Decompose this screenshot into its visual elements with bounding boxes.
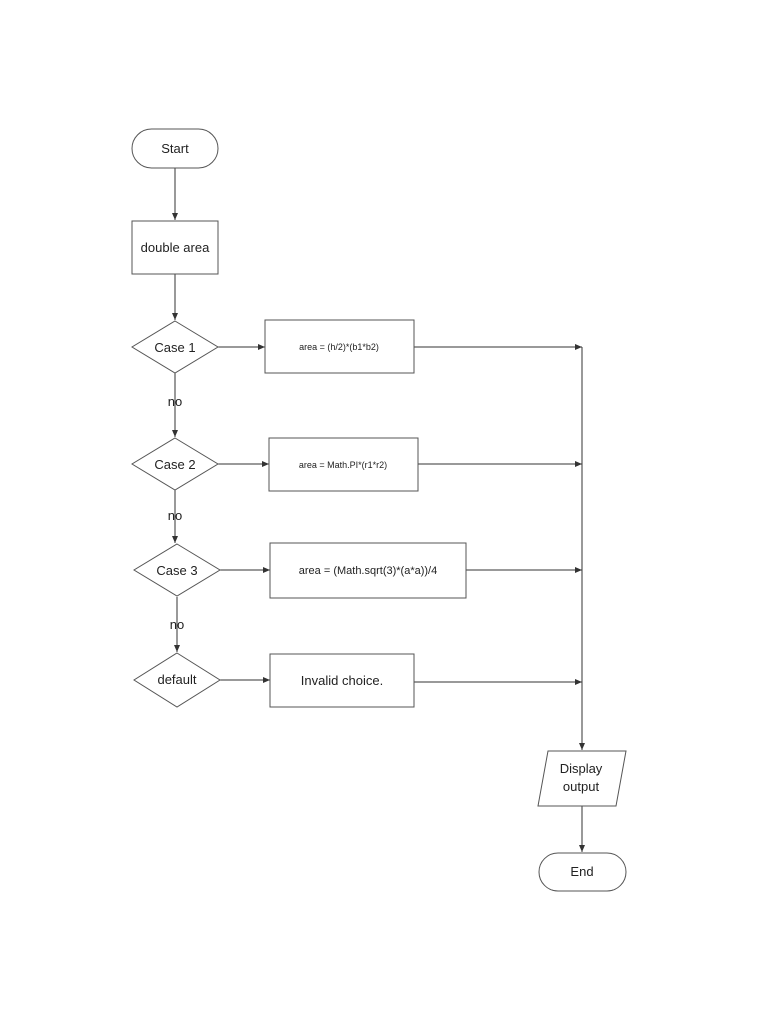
process4-node: Invalid choice. [269, 653, 415, 708]
end-terminator-shape [538, 852, 627, 892]
process1-label: area = (h/2)*(b1*b2) [299, 342, 379, 352]
start-node: Start [131, 128, 219, 169]
output-parallelogram-shape [537, 750, 627, 807]
end-label: End [570, 864, 593, 879]
output-label-line1: Display [560, 761, 603, 776]
default-diamond-shape [133, 652, 221, 708]
edge-no-label-3: no [170, 617, 184, 632]
start-terminator-shape [131, 128, 219, 169]
process2-shape [268, 437, 419, 492]
edge-no-label-1: no [168, 394, 182, 409]
output-node: Display output [537, 750, 627, 807]
output-label-line2: output [563, 779, 600, 794]
declare-node: double area [131, 220, 219, 275]
case2-decision: Case 2 [131, 437, 219, 491]
process3-shape [269, 542, 467, 599]
process4-shape [269, 653, 415, 708]
process2-label: area = Math.PI*(r1*r2) [299, 460, 387, 470]
case1-label: Case 1 [154, 340, 195, 355]
declare-label: double area [141, 240, 210, 255]
process1-shape [264, 319, 415, 374]
default-decision: default [133, 652, 221, 708]
case2-diamond-shape [131, 437, 219, 491]
default-label: default [157, 672, 196, 687]
process3-label: area = (Math.sqrt(3)*(a*a))/4 [299, 565, 437, 577]
case3-diamond-shape [133, 543, 221, 597]
edge-no-label-2: no [168, 508, 182, 523]
process3-node: area = (Math.sqrt(3)*(a*a))/4 [269, 542, 467, 599]
process1-node: area = (h/2)*(b1*b2) [264, 319, 415, 374]
declare-process-shape [131, 220, 219, 275]
process4-label: Invalid choice. [301, 673, 383, 688]
start-label: Start [161, 141, 189, 156]
case3-label: Case 3 [156, 563, 197, 578]
case2-label: Case 2 [154, 457, 195, 472]
case3-decision: Case 3 [133, 543, 221, 597]
process2-node: area = Math.PI*(r1*r2) [268, 437, 419, 492]
connectors [172, 168, 585, 852]
case1-decision: Case 1 [131, 320, 219, 374]
case1-diamond-shape [131, 320, 219, 374]
end-node: End [538, 852, 627, 892]
